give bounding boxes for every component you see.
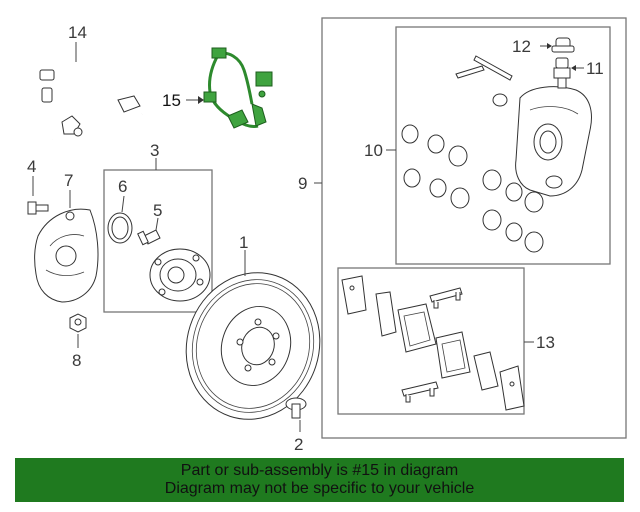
caliper-pistons-and-seals[interactable] [401,124,544,253]
callout-3[interactable]: 3 [150,141,159,160]
part-1-brake-rotor[interactable] [167,255,338,437]
brake-pads-and-shims[interactable] [341,275,525,411]
callout-10[interactable]: 10 [364,141,383,160]
caliper-box [395,26,611,265]
part-7-dust-shield[interactable] [34,208,99,303]
callout-11[interactable]: 11 [586,59,604,78]
part-2-rotor-screw[interactable] [285,397,307,419]
banner-line-1: Part or sub-assembly is #15 in diagram [180,462,459,479]
leader-15-arrow [198,96,204,104]
part-info-banner: Part or sub-assembly is #15 in diagram D… [15,458,624,502]
part-14-brake-hose[interactable] [39,65,144,141]
callout-14[interactable]: 14 [68,23,87,42]
callout-13[interactable]: 13 [536,333,555,352]
leader-12-arrow [547,43,552,49]
callout-6[interactable]: 6 [118,177,127,196]
part-15-wheel-speed-sensor[interactable] [203,47,273,129]
caliper-body[interactable] [492,86,592,197]
callout-2[interactable]: 2 [294,435,303,454]
part-8-nut[interactable] [69,313,87,333]
callout-7[interactable]: 7 [64,171,73,190]
part-11-bleeder-screw[interactable] [553,57,571,89]
hub-assembly-box [103,169,213,313]
callout-8[interactable]: 8 [72,351,81,370]
callout-1[interactable]: 1 [239,233,248,252]
caliper-assembly-box [321,17,627,439]
exploded-parts-diagram: 14 15 4 7 8 3 6 [27,17,627,454]
part-6-snap-ring[interactable] [107,212,133,244]
part-12-bleeder-cap[interactable] [551,37,575,53]
callout-15[interactable]: 15 [162,91,181,110]
pad-kit-box [337,267,525,415]
leader-6 [121,195,125,213]
callout-4[interactable]: 4 [27,157,36,176]
callout-12[interactable]: 12 [512,37,531,56]
pad-retaining-clips[interactable] [401,287,463,403]
leader-11-arrow [571,65,576,71]
part-5-hub-bolt[interactable] [137,229,161,246]
leader-5 [155,217,159,231]
banner-line-2: Diagram may not be specific to your vehi… [164,480,475,497]
part-4-bolt[interactable] [27,201,49,215]
hub-bearing[interactable] [149,248,211,302]
guide-pins[interactable] [455,55,513,81]
callout-5[interactable]: 5 [153,201,162,220]
callout-9[interactable]: 9 [298,174,307,193]
